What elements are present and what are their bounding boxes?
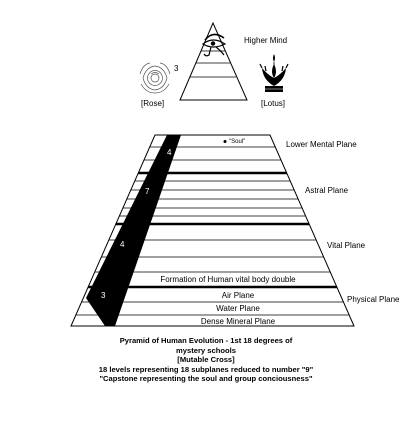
main-pyramid: 4 7 4 3 "Soul" Formation of Human vital … xyxy=(70,134,355,327)
soul-dot-icon xyxy=(223,140,227,143)
air-plane-label: Air Plane xyxy=(222,291,255,300)
side-number-physical: 3 xyxy=(101,291,106,300)
caption-line-1: Pyramid of Human Evolution - 1st 18 degr… xyxy=(119,336,293,345)
water-plane-label: Water Plane xyxy=(216,304,260,313)
pyramid-outline xyxy=(70,134,355,327)
caption: Pyramid of Human Evolution - 1st 18 degr… xyxy=(40,336,372,384)
lower-mental-plane-label: Lower Mental Plane xyxy=(286,140,357,149)
capstone: Higher Mind 3 [Rose] [Lotus] xyxy=(139,21,289,108)
physical-plane-label: Physical Plane xyxy=(347,295,400,304)
side-number-mental: 4 xyxy=(167,148,172,157)
caption-line-4: 18 levels representing 18 subplanes redu… xyxy=(98,364,314,374)
side-number-vital: 4 xyxy=(120,240,125,249)
rose-label: [Rose] xyxy=(141,99,164,108)
soul-label: "Soul" xyxy=(229,139,245,145)
dense-mineral-plane-label: Dense Mineral Plane xyxy=(201,317,276,326)
higher-mind-label: Higher Mind xyxy=(244,36,287,45)
capstone-triangle xyxy=(179,21,248,101)
vital-plane-label: Vital Plane xyxy=(327,241,366,250)
side-number-astral: 7 xyxy=(145,187,150,196)
eye-of-horus-icon xyxy=(201,33,227,57)
vital-body-double-label: Formation of Human vital body double xyxy=(160,275,296,284)
lotus-label: [Lotus] xyxy=(261,99,285,108)
side-wedge xyxy=(86,135,181,326)
lotus-flower-icon xyxy=(259,54,289,92)
caption-line-2: mystery schools xyxy=(176,345,236,355)
caption-line-3: [Mutable Cross] xyxy=(177,355,235,365)
caption-line-5: "Capstone representing the soul and grou… xyxy=(99,374,313,384)
capstone-count: 3 xyxy=(174,64,179,73)
astral-plane-label: Astral Plane xyxy=(305,186,349,195)
rose-flower-icon xyxy=(139,62,171,94)
